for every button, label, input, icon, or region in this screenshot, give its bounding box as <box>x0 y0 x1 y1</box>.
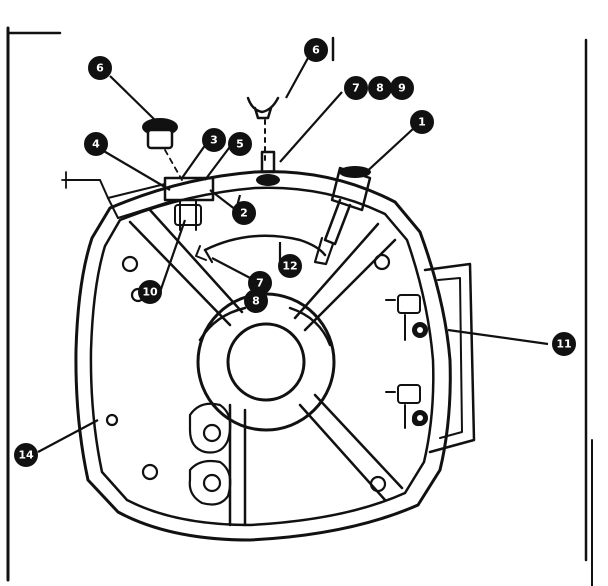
callout-11: 11 <box>552 332 576 356</box>
scan-border <box>6 26 593 586</box>
callout-11-label: 11 <box>556 338 571 351</box>
capacitor-terminal <box>313 166 372 266</box>
plug-cap <box>142 118 178 150</box>
callout-5-label: 5 <box>236 138 244 151</box>
callout-6-left-label: 6 <box>96 62 104 75</box>
callout-3: 3 <box>202 128 226 152</box>
casting-boss-lower-left <box>188 402 232 506</box>
switch-assembly <box>61 149 215 231</box>
housing-outer-outline <box>74 170 452 542</box>
callout-3-label: 3 <box>210 134 218 147</box>
callout-6-top-label: 6 <box>312 44 320 57</box>
callout-9-label: 9 <box>398 82 406 95</box>
leader-lines <box>37 57 549 453</box>
callout-7-upper: 7 <box>344 76 368 100</box>
housing <box>74 170 452 542</box>
wire-lead <box>195 234 327 264</box>
callout-2: 2 <box>232 201 256 225</box>
callout-10: 10 <box>138 280 162 304</box>
callout-7-upper-label: 7 <box>352 82 360 95</box>
callout-9: 9 <box>390 76 414 100</box>
callout-8-upper-label: 8 <box>376 82 384 95</box>
wing-nut <box>246 96 280 166</box>
callout-12: 12 <box>278 254 302 278</box>
callout-6-left: 6 <box>88 56 112 80</box>
callout-12-label: 12 <box>282 260 297 273</box>
callout-1-label: 1 <box>418 116 426 129</box>
hub-bearing-boss <box>198 306 332 347</box>
callout-14: 14 <box>14 443 38 467</box>
callout-7-lower-label: 7 <box>256 277 264 290</box>
terminal-upper <box>385 294 428 341</box>
housing-inner-outline <box>89 186 435 527</box>
hub-inner <box>226 322 306 402</box>
callout-4-label: 4 <box>92 138 100 151</box>
spoke-upper-left <box>128 208 244 327</box>
callout-14-label: 14 <box>18 449 34 462</box>
callout-10-label: 10 <box>142 286 158 299</box>
callout-5: 5 <box>228 132 252 156</box>
callout-8-upper: 8 <box>368 76 392 100</box>
terminal-board <box>385 262 476 454</box>
callout-2-label: 2 <box>240 207 248 220</box>
spoke-upper-right <box>293 222 397 332</box>
callout-7-lower: 7 <box>248 271 272 295</box>
callout-6-top: 6 <box>304 36 335 62</box>
terminal-lower <box>385 384 428 429</box>
stud-assembly <box>256 150 280 186</box>
callout-4: 4 <box>84 132 108 156</box>
callout-8-lower-label: 8 <box>252 295 260 308</box>
callout-1: 1 <box>410 110 434 134</box>
hub-outer <box>196 292 336 432</box>
callout-8-lower: 8 <box>244 289 268 313</box>
